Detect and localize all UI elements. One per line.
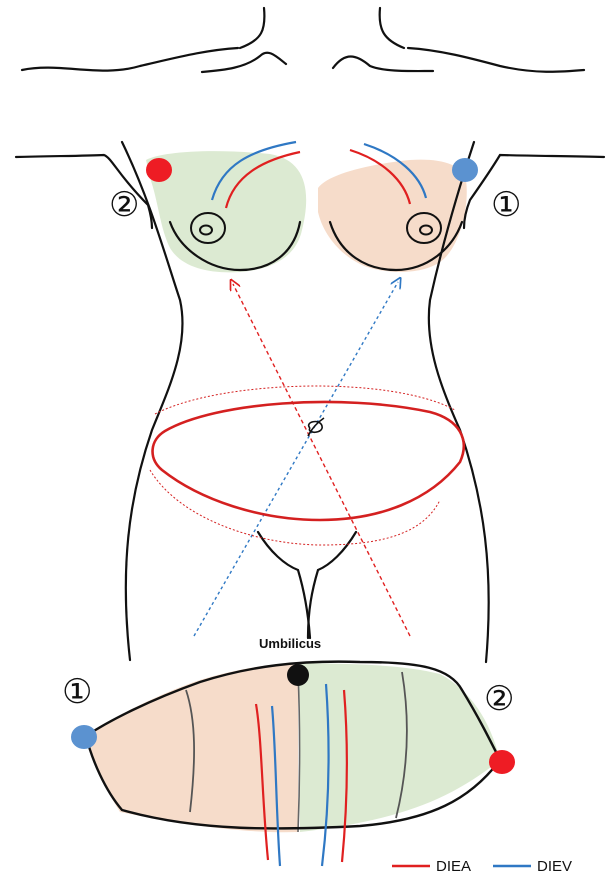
flap-umbilicus-dot: [287, 664, 309, 686]
marker-left-breast: ②: [109, 185, 139, 225]
flap-outer-dashed-upper: [155, 386, 455, 414]
shoulder-left-line: [22, 48, 238, 71]
neck-left-line: [240, 8, 264, 48]
right-arm-line: [464, 155, 604, 228]
shoulder-right-line: [408, 48, 584, 72]
neck-right-line: [380, 8, 404, 48]
right-breast-peach-zone: [318, 160, 467, 272]
legend-label-diev: DIEV: [537, 858, 572, 875]
flap-red-dot: [489, 750, 515, 774]
groin-left-line: [258, 532, 310, 638]
umbilicus-symbol: [308, 418, 324, 436]
marker-right-breast: ①: [491, 185, 521, 225]
abdominal-flap-design: [150, 386, 464, 545]
legend: DIEA DIEV: [392, 858, 572, 875]
harvested-flap: [71, 662, 515, 866]
flap-blue-dot: [71, 725, 97, 749]
upper-torso-outline: [22, 8, 584, 72]
flap-ellipse: [153, 402, 464, 520]
left-breast-red-dot: [146, 158, 172, 182]
clavicle-right-line: [333, 57, 433, 72]
marker-flap-right: ②: [484, 679, 514, 719]
right-breast-blue-dot: [452, 158, 478, 182]
flap-zone-line-2: [298, 672, 300, 832]
clavicle-left-line: [202, 53, 286, 72]
legend-label-diea: DIEA: [436, 858, 471, 875]
transfer-arrow-blue: [194, 282, 398, 636]
marker-flap-left: ①: [62, 672, 92, 712]
flap-peach-zone: [86, 663, 298, 832]
umbilicus-label: Umbilicus: [259, 636, 321, 651]
transfer-arrow-red: [233, 284, 410, 636]
groin-right-line: [308, 532, 356, 638]
